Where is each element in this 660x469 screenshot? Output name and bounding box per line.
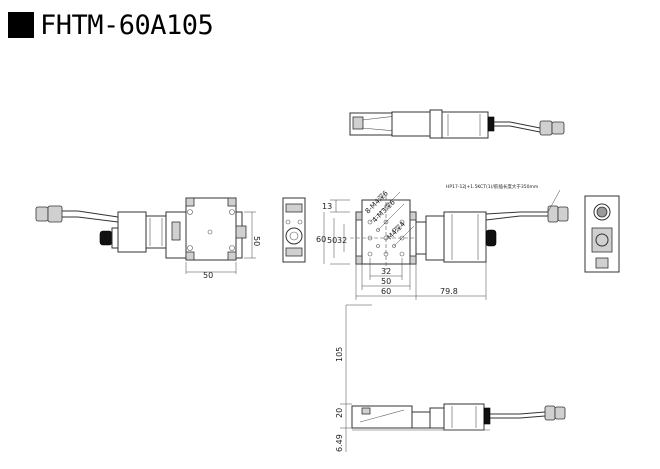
dim-6-49-label: 6.49: [335, 434, 344, 452]
dim-79-8-label: 79.8: [440, 287, 458, 296]
plan-view: 13 60 50 32 8-M4深6 4-M3深6: [316, 183, 569, 300]
dim-105-label: 105: [335, 347, 344, 362]
dim-20-label: 20: [335, 408, 344, 418]
dim-60-bottom-label: 60: [381, 287, 391, 296]
title-square-icon: [8, 12, 34, 38]
side-elevation: 105 20 6.49: [335, 304, 566, 452]
plan-view-knob: [485, 229, 497, 247]
top-view-motor: [441, 111, 489, 139]
dim-50-bottom-label: 50: [381, 277, 391, 286]
front-view-motor: [117, 211, 147, 253]
front-view: 50 50: [35, 197, 261, 280]
top-view: [349, 109, 565, 139]
elevation-motor: [443, 403, 485, 431]
top-view-knob: [352, 116, 364, 130]
plan-view-coupling: [425, 215, 445, 261]
dim-32-bottom-label: 32: [381, 267, 391, 276]
top-view-stage-mid: [391, 111, 431, 137]
plan-view-motor: [443, 211, 487, 263]
plan-view-connector: [547, 205, 559, 223]
end-view-right: [584, 195, 620, 273]
dim-60-left-label: 60: [316, 235, 326, 244]
side-view-left: [282, 197, 306, 263]
front-view-knob: [99, 230, 113, 246]
top-view-connector: [539, 120, 553, 136]
title-block: FHTM-60A105: [8, 8, 214, 42]
front-width-label: 50: [203, 271, 213, 280]
dim-50-left-label: 50: [327, 236, 337, 245]
product-title: FHTM-60A105: [40, 9, 214, 41]
elevation-connector: [544, 405, 556, 421]
dim-32-left-label: 32: [337, 236, 347, 245]
elevation-stage: [351, 405, 413, 429]
front-height-label: 50: [252, 236, 261, 246]
side-view-left-body: [282, 197, 306, 263]
cable-note-label: HP17-12J+1.5KCT(1)/航插长度大于350mm: [446, 183, 538, 190]
front-view-connector: [35, 206, 49, 222]
dim-13-label: 13: [322, 202, 332, 211]
